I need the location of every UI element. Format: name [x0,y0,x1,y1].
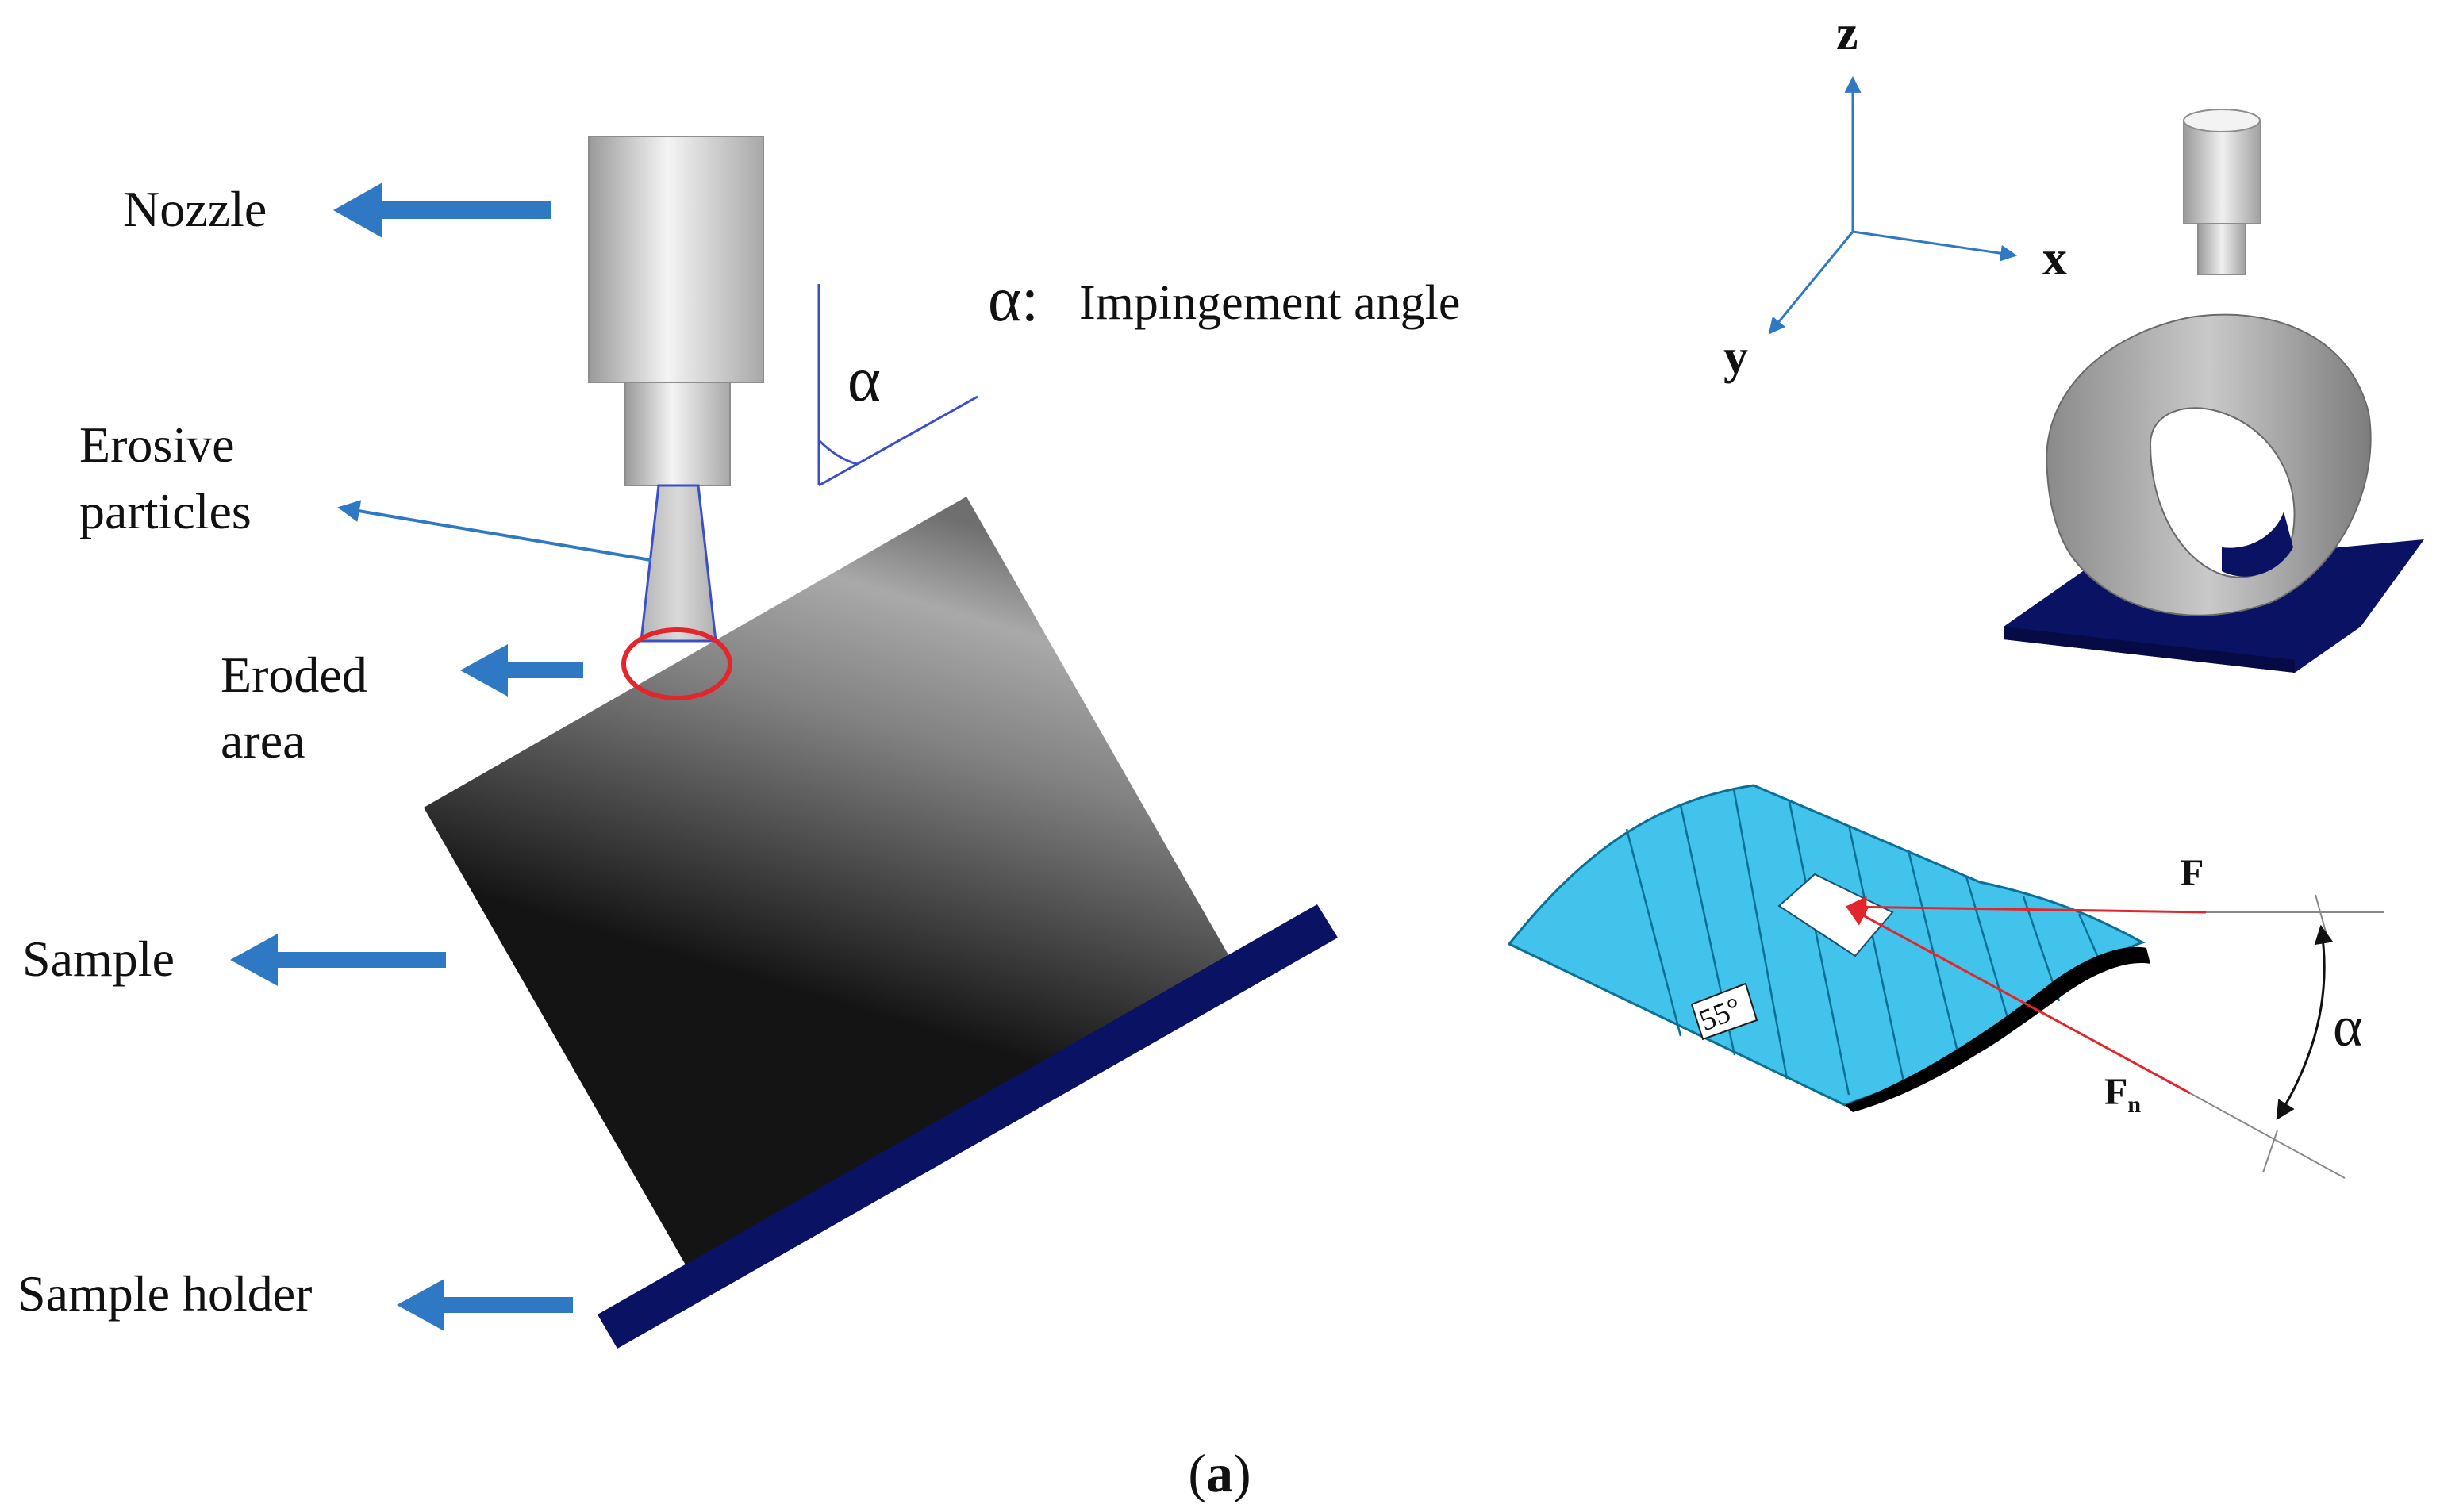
sample-holder-label: Sample holder [17,1265,312,1322]
sample-cylinder [424,497,1230,1268]
eroded-area-arrow [460,644,583,697]
coordinate-axes: z x y [1723,6,2067,384]
eroded-area-label-line1: Eroded [221,647,367,703]
force-fn-vector [1845,905,2191,1095]
force-f-vector [1845,896,2207,918]
nozzle-tip [624,382,731,486]
sample-holder-arrow [397,1279,573,1331]
surface-edge-thickness [1845,946,2150,1112]
force-f-label: F [2181,852,2204,894]
axis-x-label: x [2042,232,2067,286]
erosive-particles-label-line1: Erosive [79,416,235,473]
sample-arrow [230,934,446,986]
erosive-particles-label-line2: particles [79,483,252,539]
white-patch [1777,873,1894,957]
nozzle-body [588,136,764,383]
sample-label: Sample [22,931,175,987]
erosive-particles-pointer [337,500,651,562]
particle-jet [640,484,717,643]
axis-y-label: y [1723,330,1748,384]
alpha-legend-text: Impingement angle [1079,276,1460,330]
alpha-symbol: α [847,345,881,415]
curved-surface-illustration: 55° F Fn α [1507,784,2384,1179]
small-nozzle-tip [2197,223,2246,275]
alpha-legend-symbol: α: [988,265,1039,335]
force-fn-label: Fn [2104,1071,2141,1118]
sample-holder-plate [598,904,1338,1349]
figure-caption: (a) [1188,1443,1251,1503]
setup-3d-illustration [2004,109,2424,673]
alpha-arc [2276,924,2334,1121]
alpha-right-label: α [2333,995,2363,1058]
nozzle-label: Nozzle [123,181,267,237]
cyan-curved-surface [1507,784,2146,1107]
impingement-angle-construction: α [817,284,978,487]
nozzle-illustration [588,136,764,643]
eroded-area-circle [621,627,732,700]
axis-z-label: z [1836,6,1858,60]
eroded-area-label-line2: area [221,712,305,769]
fn-reference-line [2189,1092,2346,1179]
nozzle-arrow [333,182,551,238]
sample-illustration [424,497,1338,1349]
small-tube-opening [2149,407,2296,578]
small-nozzle-body [2183,120,2261,224]
